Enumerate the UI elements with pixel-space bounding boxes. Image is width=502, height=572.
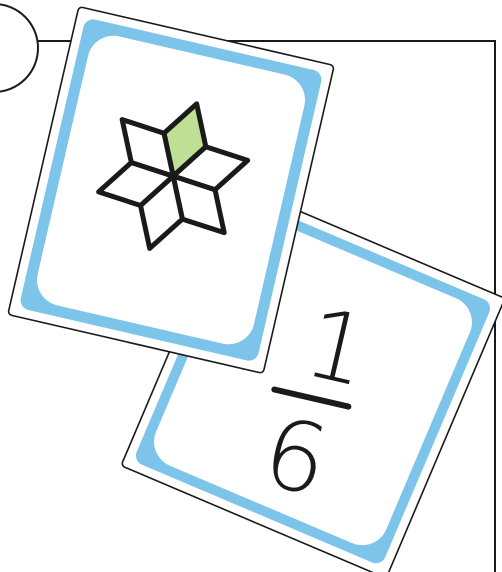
- number-circle-badge: [0, 4, 38, 92]
